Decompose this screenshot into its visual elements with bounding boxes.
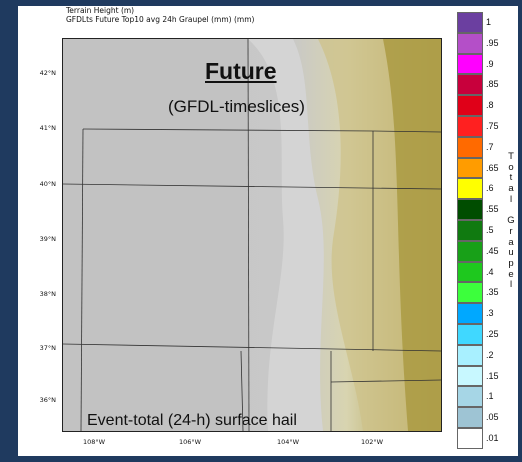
ok-panhandle-border: [330, 379, 441, 383]
panel-subtitle: (GFDL-timeslices): [168, 97, 305, 116]
legend-tick-label: .5: [486, 225, 494, 235]
state-boundaries: [63, 39, 441, 431]
legend-tick-label: .7: [486, 141, 494, 152]
nm-interior-line: [240, 350, 244, 431]
panel-title: Future: [205, 58, 277, 84]
legend-tick-label: .55: [486, 204, 499, 215]
legend-swatch: [457, 136, 483, 158]
co-nm-border: [63, 343, 441, 352]
legend-swatch: [457, 261, 483, 283]
lat-label-37: 37°N: [39, 344, 56, 352]
legend-title-letter: t: [509, 172, 513, 184]
panel-caption: Event-total (24-h) surface hail: [87, 412, 297, 429]
lon-label-104: 104°W: [276, 438, 300, 446]
legend-swatch: [457, 32, 483, 54]
legend-tick-label: .85: [486, 79, 499, 90]
eastern-plains-terrain: [383, 39, 441, 431]
legend-tick-label: .4: [486, 266, 494, 277]
legend-swatch: [457, 53, 483, 75]
wy-ne-meridian: [247, 39, 250, 431]
legend-tick-label: .95: [486, 37, 499, 48]
lat-label-40: 40°N: [39, 180, 56, 188]
legend-tick-label: .8: [486, 100, 494, 111]
legend-swatch: [457, 220, 483, 241]
legend-swatch: [457, 386, 483, 408]
high-terrain-region: [63, 39, 248, 431]
legend-title-letter: r: [509, 225, 513, 237]
lon-label-102: 102°W: [360, 438, 384, 446]
front-range-transition: [248, 39, 324, 431]
lat-label-39: 39°N: [39, 235, 56, 243]
legend-swatch: [457, 240, 483, 262]
legend-title-letter: l: [509, 193, 513, 205]
legend-swatch: [457, 324, 483, 345]
graupel-variable-label: GFDLts Future Top10 avg 24h Graupel (mm)…: [66, 15, 255, 24]
legend-swatch: [457, 178, 483, 200]
legend-tick-label: .15: [486, 370, 499, 381]
terrain-map: [62, 38, 442, 432]
lat-label-41: 41°N: [39, 124, 56, 132]
lon-label-108: 108°W: [82, 438, 106, 446]
legend-tick-label: .01: [486, 433, 499, 443]
legend-title-letter: l: [509, 279, 513, 291]
legend-tick-label: .25: [486, 329, 499, 339]
legend-swatch: [457, 407, 483, 428]
legend-swatch: [457, 199, 483, 220]
legend-swatch: [457, 95, 483, 116]
legend-title-letter: u: [508, 247, 514, 259]
legend-title-letter: a: [508, 236, 514, 248]
legend-tick-label: .2: [486, 349, 494, 360]
legend-tick-label: .65: [486, 162, 499, 173]
ut-co-border: [80, 128, 84, 431]
terrain-height-label: Terrain Height (m): [66, 6, 135, 15]
legend-tick-label: .75: [486, 121, 499, 131]
legend-swatch: [457, 116, 483, 137]
legend-title-letter: G: [507, 215, 515, 227]
variable-header: Terrain Height (m) GFDLts Future Top10 a…: [66, 6, 254, 24]
legend-swatch: [457, 428, 483, 449]
legend-title-letter: p: [508, 258, 514, 270]
legend-tick-label: .3: [486, 308, 494, 319]
legend-swatch: [457, 303, 483, 324]
legend-title-letter: a: [508, 183, 514, 195]
lat-label-42: 42°N: [39, 69, 56, 77]
lon-label-106: 106°W: [178, 438, 202, 446]
legend-title-letter: e: [508, 268, 514, 280]
legend-tick-label: 1: [486, 17, 492, 27]
legend-title-letter: T: [508, 151, 514, 162]
legend-tick-label: .45: [486, 245, 499, 256]
legend-swatch: [457, 282, 483, 304]
ne-ks-border: [63, 183, 441, 190]
legend-swatch: [457, 365, 483, 387]
legend-tick-label: .9: [486, 58, 494, 69]
legend-tick-label: .6: [486, 183, 494, 194]
legend-swatch: [457, 344, 483, 366]
legend-swatch: [457, 12, 483, 33]
legend-tick-label: .35: [486, 287, 499, 298]
legend-swatch: [457, 74, 483, 96]
legend-swatch: [457, 157, 483, 179]
lat-label-36: 36°N: [39, 396, 56, 404]
terrain-map-svg: [63, 39, 441, 431]
legend-tick-label: .1: [486, 391, 494, 402]
legend-tick-label: .05: [486, 412, 499, 423]
lat-label-38: 38°N: [39, 290, 56, 298]
legend-title-letter: o: [508, 161, 514, 173]
